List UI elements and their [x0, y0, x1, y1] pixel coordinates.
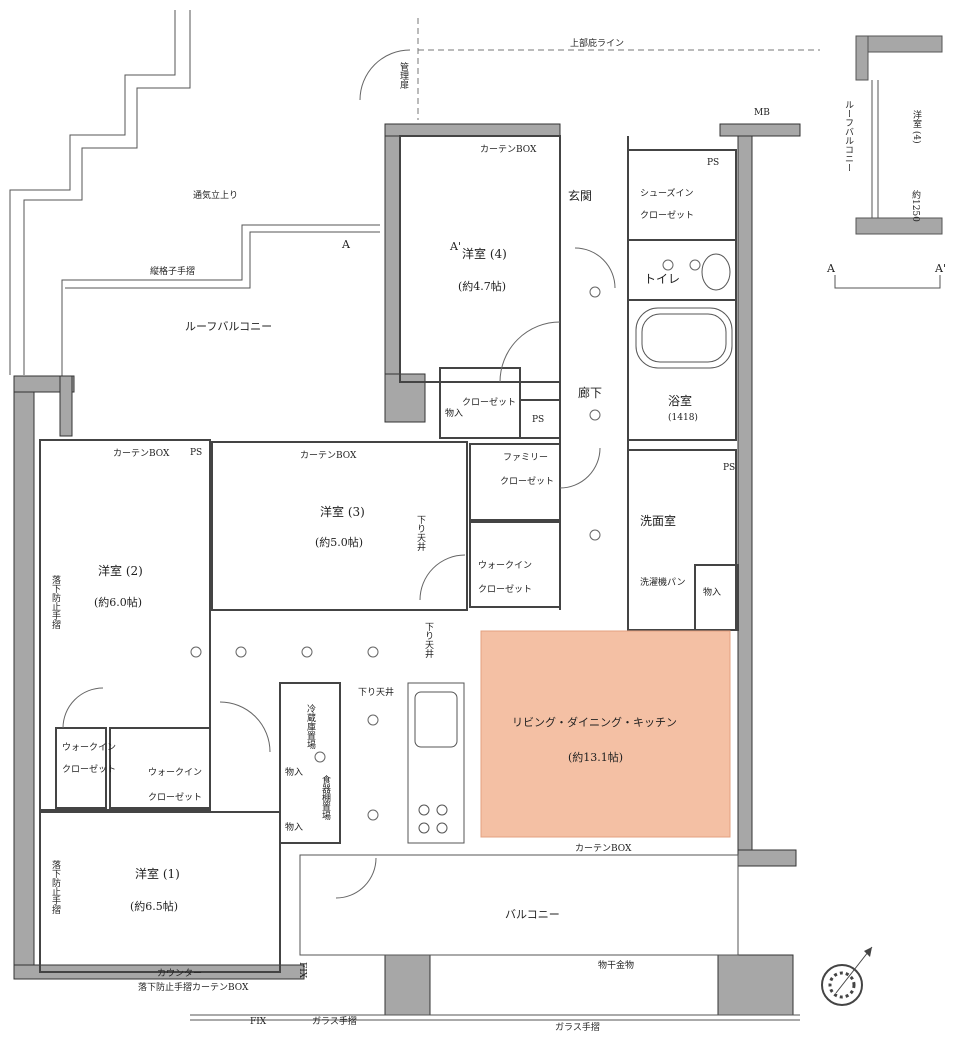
- label-curtain-box-2: カーテンBOX: [113, 448, 170, 459]
- room-western4-name: 洋室 (4): [462, 246, 507, 261]
- inset-roof-label: ルーフバルコニー: [843, 100, 854, 172]
- label-glass-rail-1: ガラス手摺: [312, 1015, 357, 1027]
- label-walkin-3-closet: クローゼット: [478, 583, 532, 595]
- inset-labels: ルーフバルコニー 洋室 (4) 約1250 A A': [826, 100, 946, 275]
- room-ldk-size: (約13.1帖): [568, 750, 623, 764]
- label-fridge: 冷蔵庫置場: [305, 703, 316, 750]
- label-mb: MB: [754, 108, 770, 118]
- room-balcony: バルコニー: [505, 908, 560, 921]
- label-walkin-3: ウォークイン: [478, 560, 532, 571]
- label-fall-rail-curtain: 落下防止手摺カーテンBOX: [138, 981, 249, 993]
- room-western1-size: (約6.5帖): [130, 899, 178, 913]
- room-labels: 洋室 (4) (約4.7帖) 洋室 (3) (約5.0帖) 洋室 (2) (約6…: [94, 188, 698, 921]
- room-hallway: 廊下: [578, 385, 602, 400]
- balcony-outline: [190, 854, 800, 1021]
- label-mono-w4: 物入: [445, 407, 463, 419]
- label-drop-ceiling-2: 下り天井: [423, 622, 434, 659]
- label-mono-2: 物入: [285, 821, 303, 833]
- label-walkin-2-closet: クローゼット: [62, 763, 116, 775]
- label-fix-1: FIX: [250, 1017, 267, 1027]
- label-curtain-box-4: カーテンBOX: [575, 843, 632, 854]
- annotation-labels: 上部庇ライン 管理扉 通気立上り 縦格子手摺 カーテンBOX カーテンBOX カ…: [50, 37, 634, 1033]
- label-fix-2: FIX: [297, 962, 307, 979]
- room-western3-size: (約5.0帖): [315, 535, 363, 549]
- room-ldk-name: リビング・ダイニング・キッチン: [512, 715, 677, 729]
- label-section-a2: A': [449, 240, 461, 253]
- label-walkin-2: ウォークイン: [62, 742, 116, 753]
- compass-icon: [821, 946, 873, 1006]
- light-fixtures: [190, 259, 701, 821]
- room-bath-name: 浴室: [668, 393, 692, 408]
- ldk-area: [480, 630, 731, 838]
- room-entrance: 玄関: [568, 188, 592, 203]
- room-western2-name: 洋室 (2): [98, 563, 143, 578]
- room-roof-balcony: ルーフバルコニー: [185, 320, 272, 333]
- storage-labels: シューズイン クローゼット クローゼット 物入 PS PS PS PS MB フ…: [62, 108, 770, 833]
- room-western2-size: (約6.0帖): [94, 595, 142, 609]
- label-ps-2: PS: [707, 158, 719, 168]
- label-section-a: A: [341, 238, 351, 251]
- label-drop-ceiling-3: 下り天井: [358, 686, 394, 698]
- inset-a-label: A: [826, 262, 836, 275]
- room-western3-name: 洋室 (3): [320, 504, 365, 519]
- label-closet-w4: クローゼット: [462, 396, 516, 408]
- label-mono-1: 物入: [285, 766, 303, 778]
- bathtub-icon: [635, 307, 733, 369]
- label-mono-3: 物入: [703, 586, 721, 598]
- label-shoes-closet: クローゼット: [640, 209, 694, 221]
- label-mgmt-door: 管理扉: [398, 61, 409, 90]
- toilet-icon: [701, 253, 731, 291]
- door-swings: [62, 49, 616, 899]
- label-fall-rail-1: 落下防止手摺: [50, 859, 61, 915]
- label-fall-rail-2: 落下防止手摺: [50, 574, 61, 630]
- label-pantry: 食器棚置場: [320, 774, 331, 821]
- label-curtain-box-3: カーテンBOX: [300, 450, 357, 461]
- room-washroom: 洗面室: [640, 513, 676, 528]
- inset-dim-label: 約1250: [910, 189, 921, 222]
- label-walkin-1: ウォークイン: [148, 767, 202, 778]
- label-ps-3: PS: [190, 448, 202, 458]
- label-ps-4: PS: [723, 463, 735, 473]
- label-drop-ceiling-1: 下り天井: [415, 515, 426, 552]
- label-lattice-rail: 縦格子手摺: [150, 265, 195, 277]
- room-toilet: トイレ: [644, 272, 680, 286]
- label-dryer: 物干金物: [598, 959, 634, 971]
- room-western1-name: 洋室 (1): [135, 866, 180, 881]
- label-upper-eave: 上部庇ライン: [570, 37, 624, 49]
- label-curtain-box-1: カーテンBOX: [480, 144, 537, 155]
- partitions: [39, 135, 739, 973]
- roof-balcony-outline: [9, 10, 380, 420]
- label-ps-1: PS: [532, 415, 544, 425]
- label-family-closet: クローゼット: [500, 475, 554, 487]
- label-walkin-1-closet: クローゼット: [148, 791, 202, 803]
- label-shoes-in: シューズイン: [640, 187, 694, 199]
- kitchen-counter: [407, 682, 465, 844]
- label-vent: 通気立上り: [193, 189, 238, 201]
- label-counter: カウンター: [157, 968, 202, 979]
- label-glass-rail-2: ガラス手摺: [555, 1021, 600, 1033]
- section-inset: [834, 35, 943, 289]
- inset-room-label: 洋室 (4): [911, 109, 922, 144]
- label-family: ファミリー: [503, 453, 548, 463]
- inset-a2-label: A': [934, 262, 946, 275]
- room-bath-size: (1418): [668, 412, 698, 423]
- label-washer: 洗濯機パン: [640, 576, 685, 588]
- room-western4-size: (約4.7帖): [458, 279, 506, 293]
